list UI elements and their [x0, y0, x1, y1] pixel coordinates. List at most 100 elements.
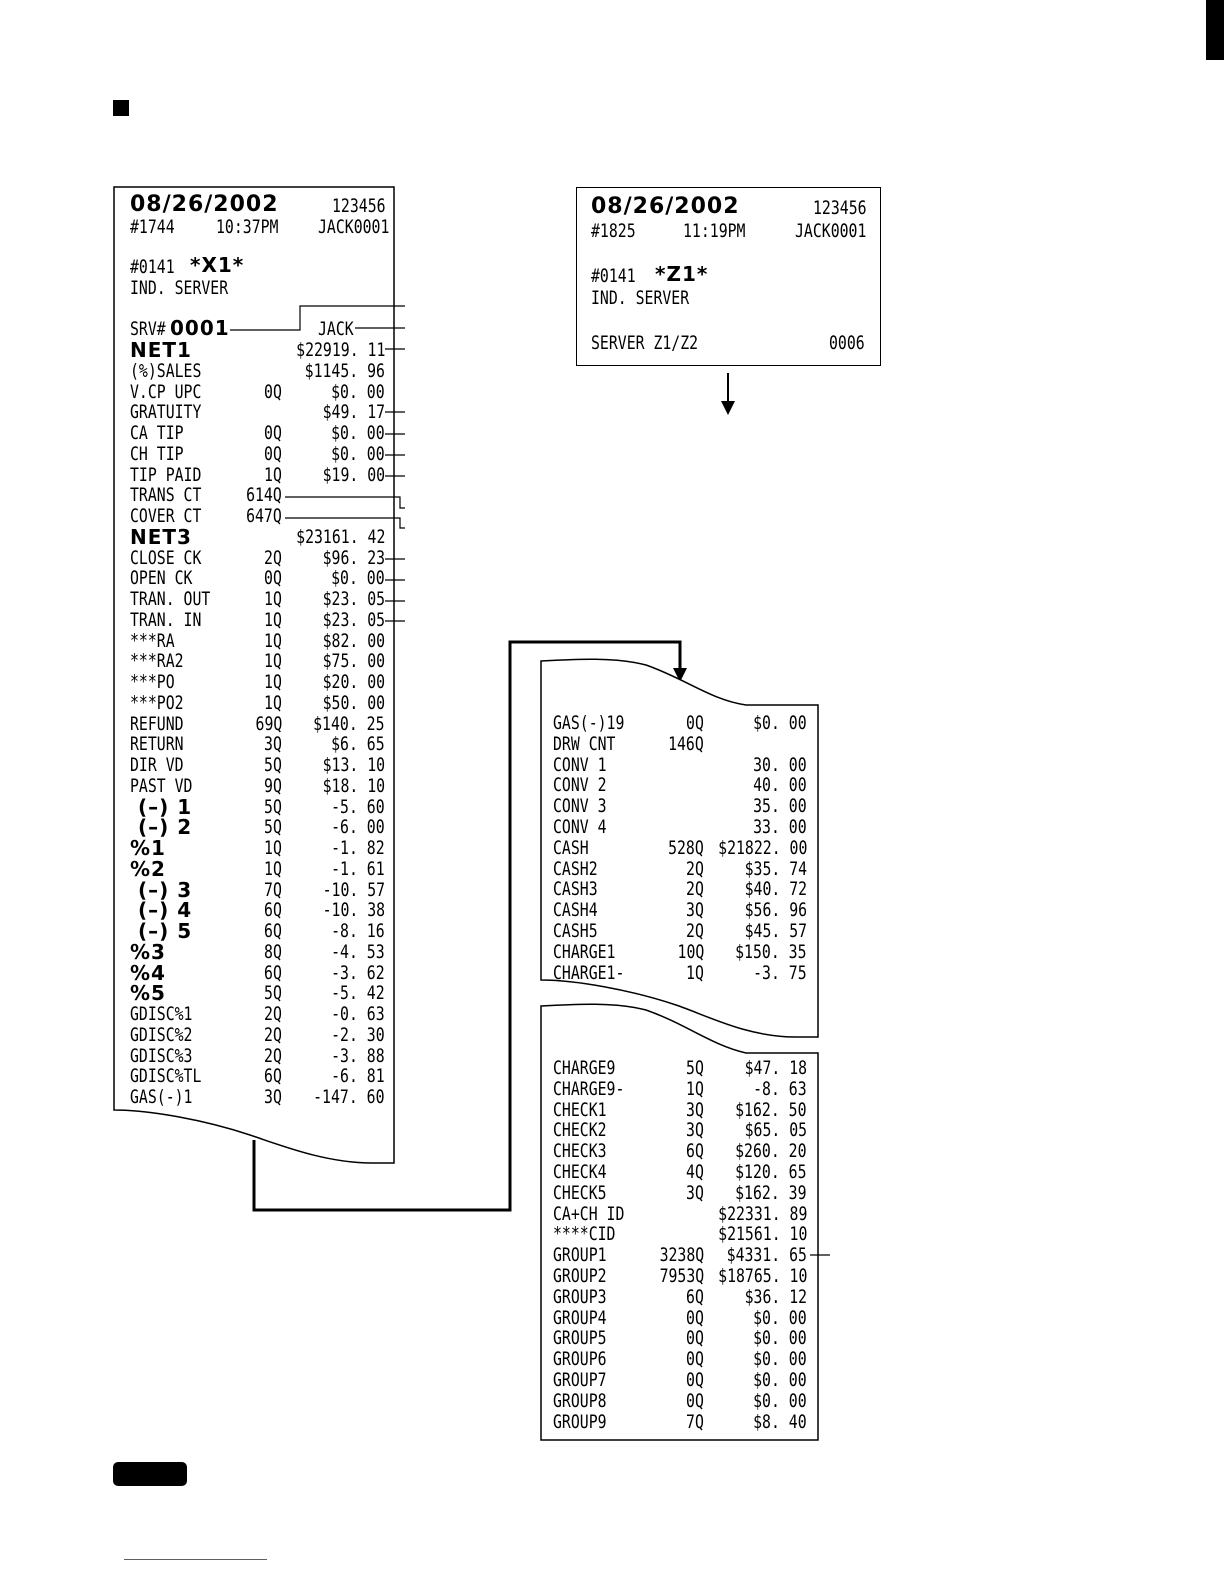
row-quantity: 1Q — [264, 463, 282, 486]
row-amount: $65. 05 — [744, 1119, 807, 1142]
row-label: CLOSE CK — [130, 546, 202, 569]
row-amount: $45. 57 — [744, 920, 807, 942]
row-label: V.CP UPC — [130, 380, 202, 403]
server-counter-value: 0006 — [829, 332, 865, 354]
row-amount: $0. 00 — [753, 1327, 807, 1350]
page-edge-tab — [1206, 0, 1224, 60]
row-label: (–) 2 — [130, 815, 193, 840]
row-label: CONV 4 — [553, 816, 607, 838]
mode-number: #0141 — [591, 265, 636, 287]
row-label: CASH — [553, 836, 589, 859]
row-amount: $4331. 65 — [726, 1244, 807, 1267]
row-label: (–) 3 — [130, 877, 193, 902]
server-label: SRV# — [130, 318, 166, 340]
row-label: GROUP4 — [553, 1306, 607, 1329]
footer-rule — [124, 1559, 267, 1560]
continuation-2-paper — [540, 1003, 819, 1441]
machine-number: 123456 — [332, 195, 386, 217]
row-amount: $0. 00 — [753, 1306, 807, 1329]
row-amount: $23161. 42 — [295, 525, 385, 548]
row-label: CHARGE1- — [553, 961, 625, 984]
row-label: GDISC%1 — [130, 1003, 193, 1025]
row-label: GDISC%2 — [130, 1023, 193, 1046]
row-quantity: 0Q — [264, 422, 282, 444]
row-amount: $162. 50 — [735, 1098, 807, 1121]
row-label: CHARGE1 — [553, 940, 616, 963]
row-quantity: 6Q — [264, 1065, 282, 1088]
row-label: GROUP1 — [553, 1244, 607, 1267]
report-row: CA+CH ID$22331. 89 — [553, 1203, 807, 1225]
row-label: CASH3 — [553, 878, 598, 901]
row-quantity: 3Q — [264, 1086, 282, 1108]
row-amount: -6. 00 — [331, 816, 385, 839]
row-label: CHARGE9 — [553, 1057, 616, 1079]
row-amount: $0. 00 — [331, 442, 385, 465]
row-amount: $162. 39 — [735, 1181, 807, 1204]
row-amount: $1145. 96 — [304, 359, 385, 382]
row-amount: $0. 00 — [331, 567, 385, 590]
mode-label: *X1* — [190, 253, 245, 277]
row-quantity: 8Q — [264, 940, 282, 963]
row-amount: $19. 00 — [322, 463, 385, 486]
report-time: 10:37PM — [216, 216, 279, 238]
row-label: CH TIP — [130, 442, 184, 465]
row-label: OPEN CK — [130, 567, 193, 590]
arrow-shaft — [727, 373, 729, 403]
row-amount: $140. 25 — [313, 712, 385, 735]
row-amount: $0. 00 — [753, 1348, 807, 1371]
row-label: GROUP2 — [553, 1265, 607, 1287]
row-label: CONV 1 — [553, 753, 607, 776]
row-quantity: 0Q — [686, 1389, 704, 1412]
row-quantity: 1Q — [264, 650, 282, 673]
row-quantity: 6Q — [264, 961, 282, 984]
row-quantity: 614Q — [246, 484, 282, 507]
row-amount: $120. 65 — [735, 1161, 807, 1183]
row-label: CASH4 — [553, 899, 598, 922]
row-quantity: 2Q — [264, 1003, 282, 1025]
row-amount: -3. 62 — [331, 961, 385, 984]
row-quantity: 1Q — [264, 691, 282, 714]
report-row: CHARGE9-1Q-8. 63 — [553, 1077, 807, 1100]
row-label: CHECK3 — [553, 1140, 607, 1163]
server-counter-label: SERVER Z1/Z2 — [591, 332, 699, 354]
row-label: (%)SALES — [130, 359, 202, 382]
server-code: 0001 — [170, 316, 230, 340]
row-amount: -10. 38 — [322, 899, 385, 922]
row-amount: $0. 00 — [331, 380, 385, 403]
report-date: 08/26/2002 — [130, 192, 279, 217]
report-row: GRATUITY$49. 17 — [130, 402, 385, 423]
row-label: %1 — [130, 836, 166, 860]
row-quantity: 3Q — [686, 899, 704, 922]
report-row: NET3$23161. 42 — [130, 525, 385, 548]
row-quantity: 1Q — [686, 1077, 704, 1100]
row-quantity: 3Q — [686, 1119, 704, 1142]
row-quantity: 3Q — [264, 733, 282, 756]
row-label: CONV 2 — [553, 774, 607, 797]
row-label: RETURN — [130, 733, 184, 756]
row-amount: -1. 82 — [331, 837, 385, 859]
row-quantity: 3238Q — [659, 1244, 704, 1267]
consecutive-number: #1744 — [130, 216, 175, 238]
row-label: GRATUITY — [130, 401, 202, 424]
row-quantity: 5Q — [264, 982, 282, 1005]
row-quantity: 2Q — [264, 546, 282, 569]
x1-receipt-paper — [113, 186, 395, 1164]
row-amount: 30. 00 — [753, 753, 807, 776]
